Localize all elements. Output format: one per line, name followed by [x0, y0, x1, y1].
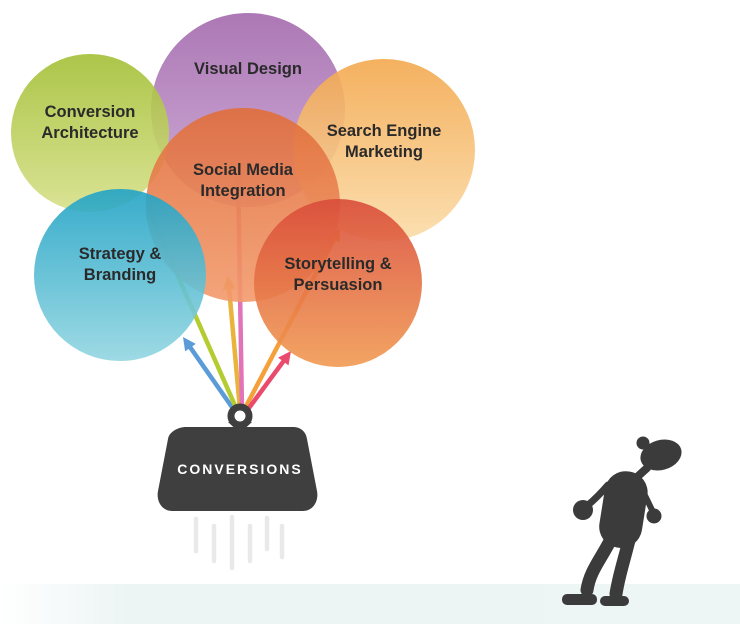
- arrow-shaft-red: [244, 357, 287, 414]
- balloon-social-media-integration-label: Social Media Integration: [193, 160, 293, 200]
- person-figure: [562, 436, 682, 606]
- person-left-leg: [580, 530, 619, 597]
- arrow-head-blue: [183, 337, 196, 352]
- person-left-foot: [562, 594, 597, 605]
- person-right-foot: [600, 596, 629, 606]
- balloon-strategy-branding: Strategy & Branding: [34, 189, 206, 361]
- weight-body: [157, 427, 318, 511]
- person-head: [640, 439, 682, 471]
- person-right-leg: [609, 529, 637, 601]
- person-right-arm: [638, 485, 656, 515]
- balloon-storytelling-persuasion-label: Storytelling & Persuasion: [284, 254, 392, 294]
- balloon-strategy-branding-label: Strategy & Branding: [78, 244, 162, 284]
- arrow-shaft-yellow: [226, 285, 243, 411]
- person-body-parts: [562, 436, 682, 606]
- arrow-shaft-blue: [186, 343, 236, 412]
- person-limbs: [580, 464, 656, 601]
- balloon-visual-design-label: Visual Design: [194, 60, 302, 79]
- balloon-conversion-architecture-label: Conversion Architecture: [41, 102, 139, 142]
- balloon-search-engine-marketing-label: Search Engine Marketing: [326, 121, 442, 161]
- person-torso: [599, 471, 648, 548]
- person-hair-bun: [636, 436, 650, 450]
- weight-label: CONVERSIONS: [177, 461, 303, 477]
- balloon-storytelling-persuasion: Storytelling & Persuasion: [254, 199, 422, 367]
- person-neck: [632, 464, 651, 482]
- balloon-conversion-architecture: Conversion Architecture: [11, 54, 169, 212]
- arrow-head-red: [278, 351, 291, 366]
- person-left-arm: [583, 481, 612, 510]
